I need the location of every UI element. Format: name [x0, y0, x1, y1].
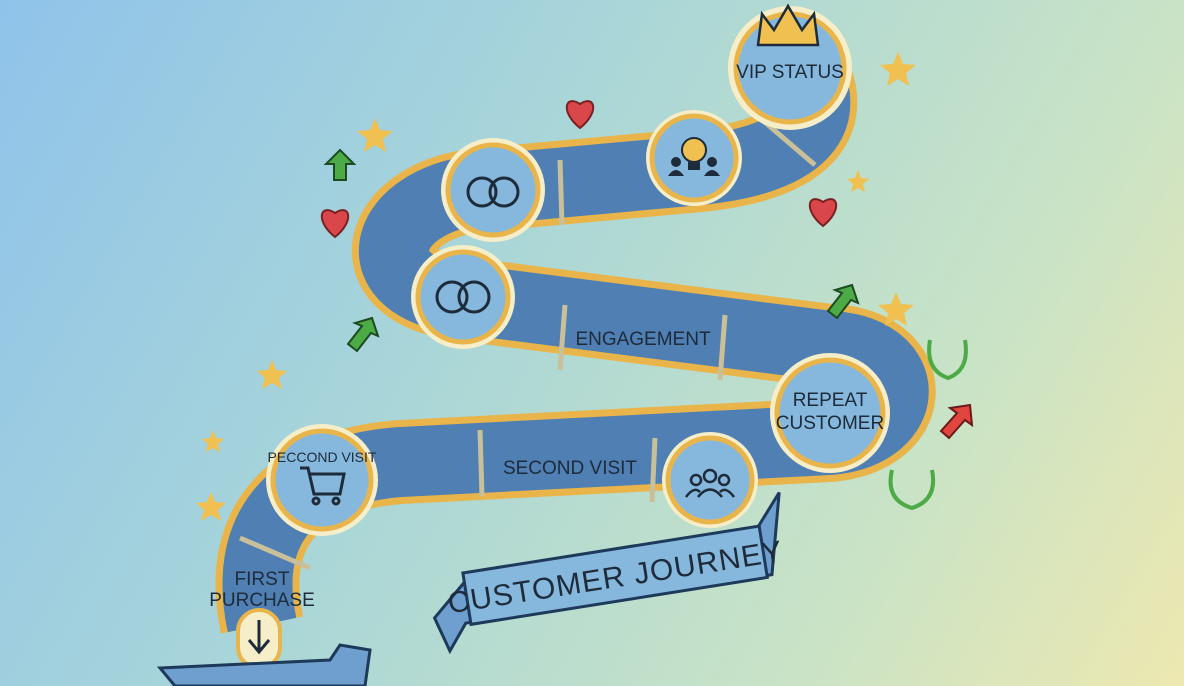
milestone-repeat-customer: REPEAT CUSTOMER [770, 353, 890, 473]
second-visit-label: SECOND VISIT [503, 458, 637, 479]
milestone-second-visit: PECCOND VISIT [266, 424, 378, 536]
lightbulb-people-icon [668, 137, 720, 176]
rings-icon [435, 280, 491, 314]
up-arrow-icons [323, 148, 860, 353]
rings-icon [466, 176, 520, 208]
milestone-connect-1 [411, 245, 515, 349]
repeat-customer-label-line1: REPEAT [793, 390, 868, 411]
shopping-cart-icon [300, 466, 346, 506]
heart-icons [320, 100, 838, 239]
milestone-idea [646, 110, 742, 206]
down-arrow-marker [236, 608, 282, 670]
laurel-icons [888, 339, 968, 511]
red-arrow-icon [939, 403, 974, 440]
milestone-community [662, 432, 758, 528]
bottom-banner [156, 643, 372, 686]
crown-icon [756, 3, 820, 47]
first-purchase-label-line1: FIRST [235, 569, 290, 590]
star-icons [196, 52, 916, 521]
first-purchase-label-line2: PURCHASE [209, 590, 315, 611]
milestone-connect-2 [441, 138, 545, 242]
road [215, 36, 936, 634]
engagement-label: ENGAGEMENT [575, 329, 711, 350]
second-visit-badge-label: PECCOND VISIT [268, 449, 377, 465]
vip-status-label: VIP STATUS [736, 62, 844, 83]
repeat-customer-label-line2: CUSTOMER [776, 413, 884, 434]
milestone-vip: VIP STATUS [728, 3, 852, 130]
decorations [196, 52, 974, 521]
group-icon [684, 468, 736, 498]
